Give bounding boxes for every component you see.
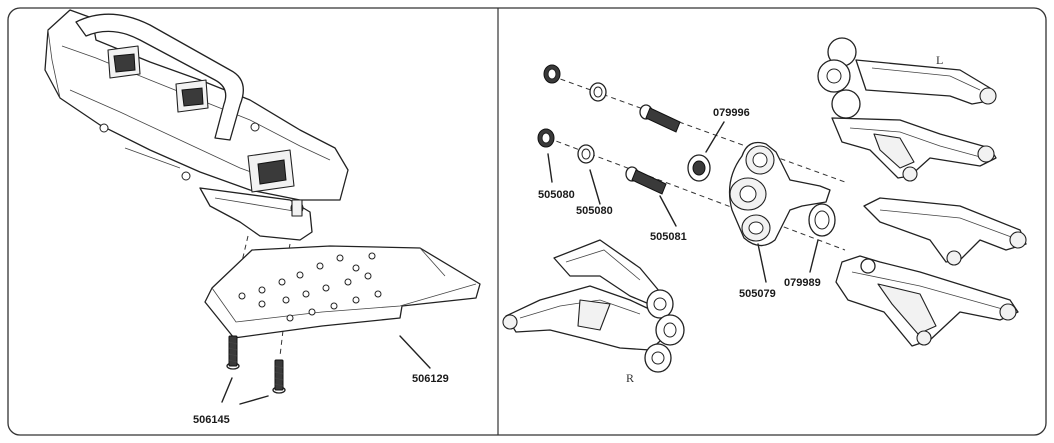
ball-stud-upper bbox=[639, 104, 681, 133]
label-079989: 079989 bbox=[784, 277, 821, 289]
screw-left bbox=[226, 335, 240, 370]
skid-plate bbox=[204, 245, 481, 339]
hub-carrier bbox=[728, 141, 831, 247]
label-506129: 506129 bbox=[412, 373, 449, 385]
screw-right bbox=[272, 359, 286, 394]
bearing-small bbox=[808, 203, 836, 237]
ball-stud-lower bbox=[625, 166, 667, 195]
label-506145: 506145 bbox=[193, 414, 230, 426]
suspension-arm-left-lower bbox=[831, 117, 997, 182]
label-505081: 505081 bbox=[650, 231, 687, 243]
washer-lower bbox=[577, 144, 595, 164]
side-mark-R: R bbox=[626, 371, 634, 385]
label-505079: 505079 bbox=[739, 288, 776, 300]
label-079996: 079996 bbox=[713, 107, 750, 119]
washer-upper bbox=[589, 82, 607, 102]
nut-upper bbox=[543, 64, 561, 84]
suspension-arm-left-upper bbox=[817, 37, 997, 119]
label-505080-upper: 505080 bbox=[538, 189, 575, 201]
suspension-arm-right-lower bbox=[835, 255, 1019, 347]
nut-lower bbox=[537, 128, 555, 148]
bearing-large bbox=[687, 154, 711, 182]
side-mark-L: L bbox=[936, 53, 943, 67]
suspension-arm-rear-R bbox=[502, 239, 685, 373]
suspension-arm-right-upper bbox=[863, 197, 1027, 266]
front-bumper-assembly bbox=[44, 9, 349, 241]
label-505080-lower: 505080 bbox=[576, 205, 613, 217]
